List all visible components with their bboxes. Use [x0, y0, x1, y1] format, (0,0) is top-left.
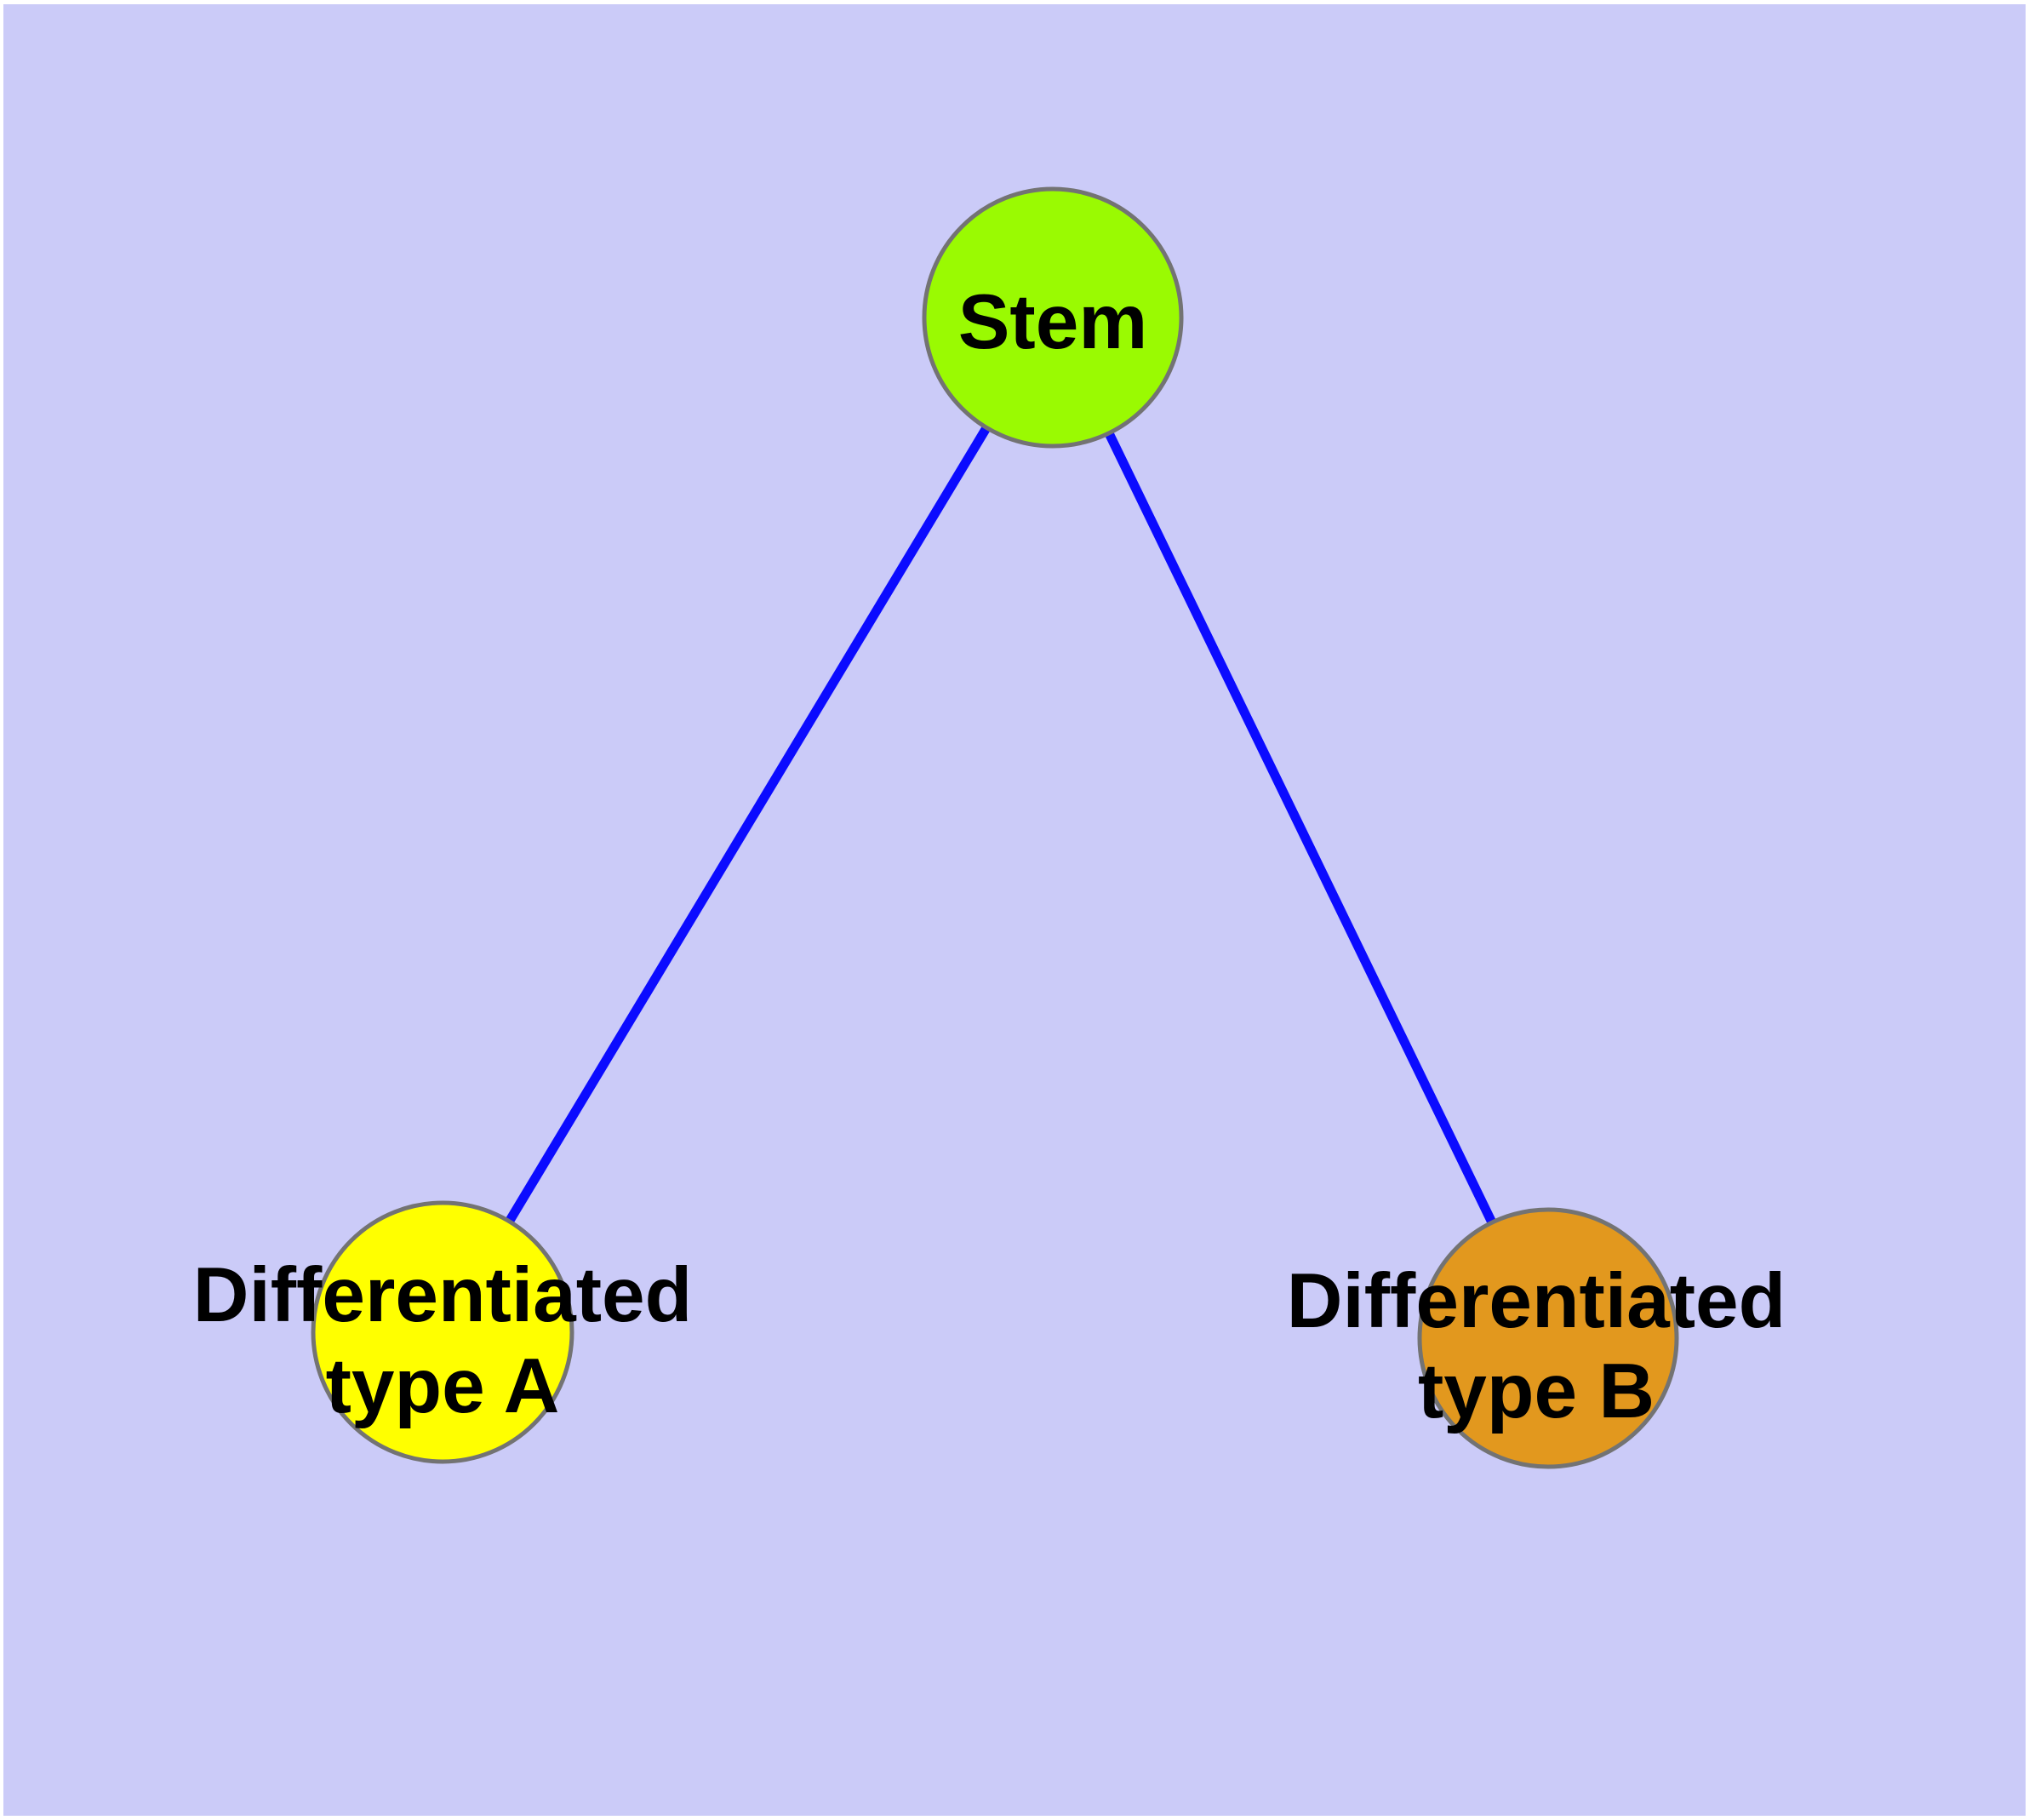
- node-differentiated-type-a: [311, 1200, 574, 1464]
- node-type-a-label-line2: type A: [326, 1343, 560, 1429]
- node-type-b-label-line2: type B: [1418, 1348, 1655, 1434]
- node-differentiated-type-b: [1417, 1207, 1679, 1469]
- node-stem-label: Stem: [958, 279, 1148, 365]
- edge-stem-to-type-b: [1049, 315, 1552, 1341]
- node-group: [311, 186, 1679, 1469]
- edge-group: [438, 315, 1552, 1341]
- label-group: Stem Differentiated type A Differentiate…: [193, 279, 1786, 1434]
- node-stem: [922, 186, 1184, 449]
- node-type-b-label-line1: Differentiated: [1287, 1258, 1786, 1344]
- node-type-a-label-line1: Differentiated: [193, 1252, 693, 1338]
- edge-stem-to-type-a: [438, 315, 1057, 1335]
